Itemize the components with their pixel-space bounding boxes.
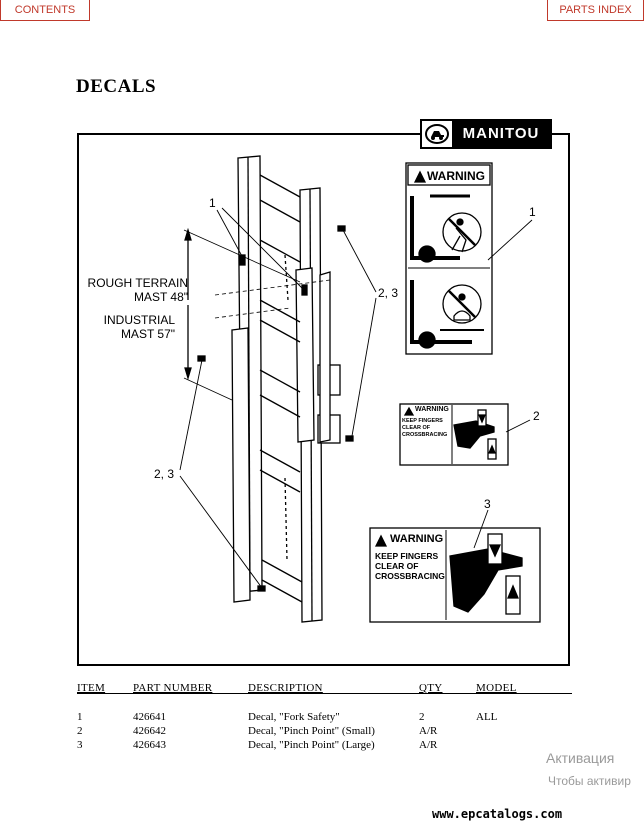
- callout-item-1: 1: [209, 196, 216, 210]
- diagram-frame: [77, 133, 570, 666]
- rough-terrain-line1: ROUGH TERRAIN: [87, 276, 188, 290]
- decal-2-line2: CLEAR OF: [402, 425, 431, 431]
- mast-illustration: [179, 155, 377, 623]
- col-header-model: MODEL: [476, 682, 517, 694]
- manitou-logo: MANITOU: [420, 119, 552, 149]
- decal-2-warning-text: WARNING: [415, 406, 449, 413]
- col-header-item: ITEM: [77, 682, 106, 694]
- row-1-model: ALL: [476, 711, 498, 723]
- callout-items-2-3-right: 2, 3: [378, 286, 399, 300]
- decal-3-warning-text: WARNING: [390, 533, 444, 545]
- industrial-line1: INDUSTRIAL: [103, 313, 175, 327]
- decal-2-line1: KEEP FINGERS: [402, 418, 443, 424]
- row-2-qty: A/R: [419, 725, 438, 737]
- row-1-description: Decal, "Fork Safety": [248, 711, 340, 723]
- row-2-part-number: 426642: [133, 725, 166, 737]
- forklift-logo-icon: [422, 121, 452, 147]
- row-2-item: 2: [77, 725, 83, 737]
- row-3-part-number: 426643: [133, 739, 166, 751]
- row-2-description: Decal, "Pinch Point" (Small): [248, 725, 375, 737]
- callout-decal-1: 1: [529, 205, 536, 219]
- rough-terrain-line2: MAST 48": [133, 290, 188, 304]
- decal-pinch-large: [369, 509, 541, 623]
- decal-3-line3: CROSSBRACING: [375, 571, 445, 581]
- footer-site-url: www.epcatalogs.com: [432, 807, 563, 821]
- logo-wordmark: MANITOU: [452, 121, 550, 147]
- row-3-item: 3: [77, 739, 83, 751]
- decal-3-keep-fingers-text: KEEP FINGERS CLEAR OF CROSSBRACING: [375, 551, 445, 581]
- callout-decal-3: 3: [484, 497, 491, 511]
- row-1-item: 1: [77, 711, 83, 723]
- decal-1-warning-text: WARNING: [427, 169, 485, 183]
- col-header-description: DESCRIPTION: [248, 682, 323, 694]
- row-1-qty: 2: [419, 711, 425, 723]
- col-header-part-number: PART NUMBER: [133, 682, 213, 694]
- industrial-mast-label: INDUSTRIAL MAST 57": [78, 313, 175, 341]
- row-1-part-number: 426641: [133, 711, 166, 723]
- industrial-line2: MAST 57": [120, 327, 175, 341]
- contents-button[interactable]: CONTENTS: [0, 0, 90, 21]
- activation-watermark-text: Чтобы активир: [548, 774, 631, 788]
- decal-2-line3: CROSSBRACING: [402, 432, 448, 438]
- decal-fork-safety: [405, 162, 533, 355]
- callout-decal-2: 2: [533, 409, 540, 423]
- table-header-rule: [77, 693, 572, 694]
- decal-3-line2: CLEAR OF: [375, 561, 419, 571]
- decal-3-line1: KEEP FINGERS: [375, 551, 439, 561]
- parts-index-button[interactable]: PARTS INDEX: [547, 0, 644, 21]
- row-3-qty: A/R: [419, 739, 438, 751]
- callout-items-2-3-left: 2, 3: [154, 467, 175, 481]
- decal-pinch-small: [399, 403, 531, 466]
- activation-watermark-title: Активация: [546, 750, 615, 766]
- row-3-description: Decal, "Pinch Point" (Large): [248, 739, 375, 751]
- decal-2-keep-fingers-text: KEEP FINGERS CLEAR OF CROSSBRACING: [402, 418, 447, 439]
- col-header-qty: QTY: [419, 682, 443, 694]
- rough-terrain-mast-label: ROUGH TERRAIN MAST 48": [78, 276, 188, 304]
- page-title: DECALS: [76, 76, 157, 97]
